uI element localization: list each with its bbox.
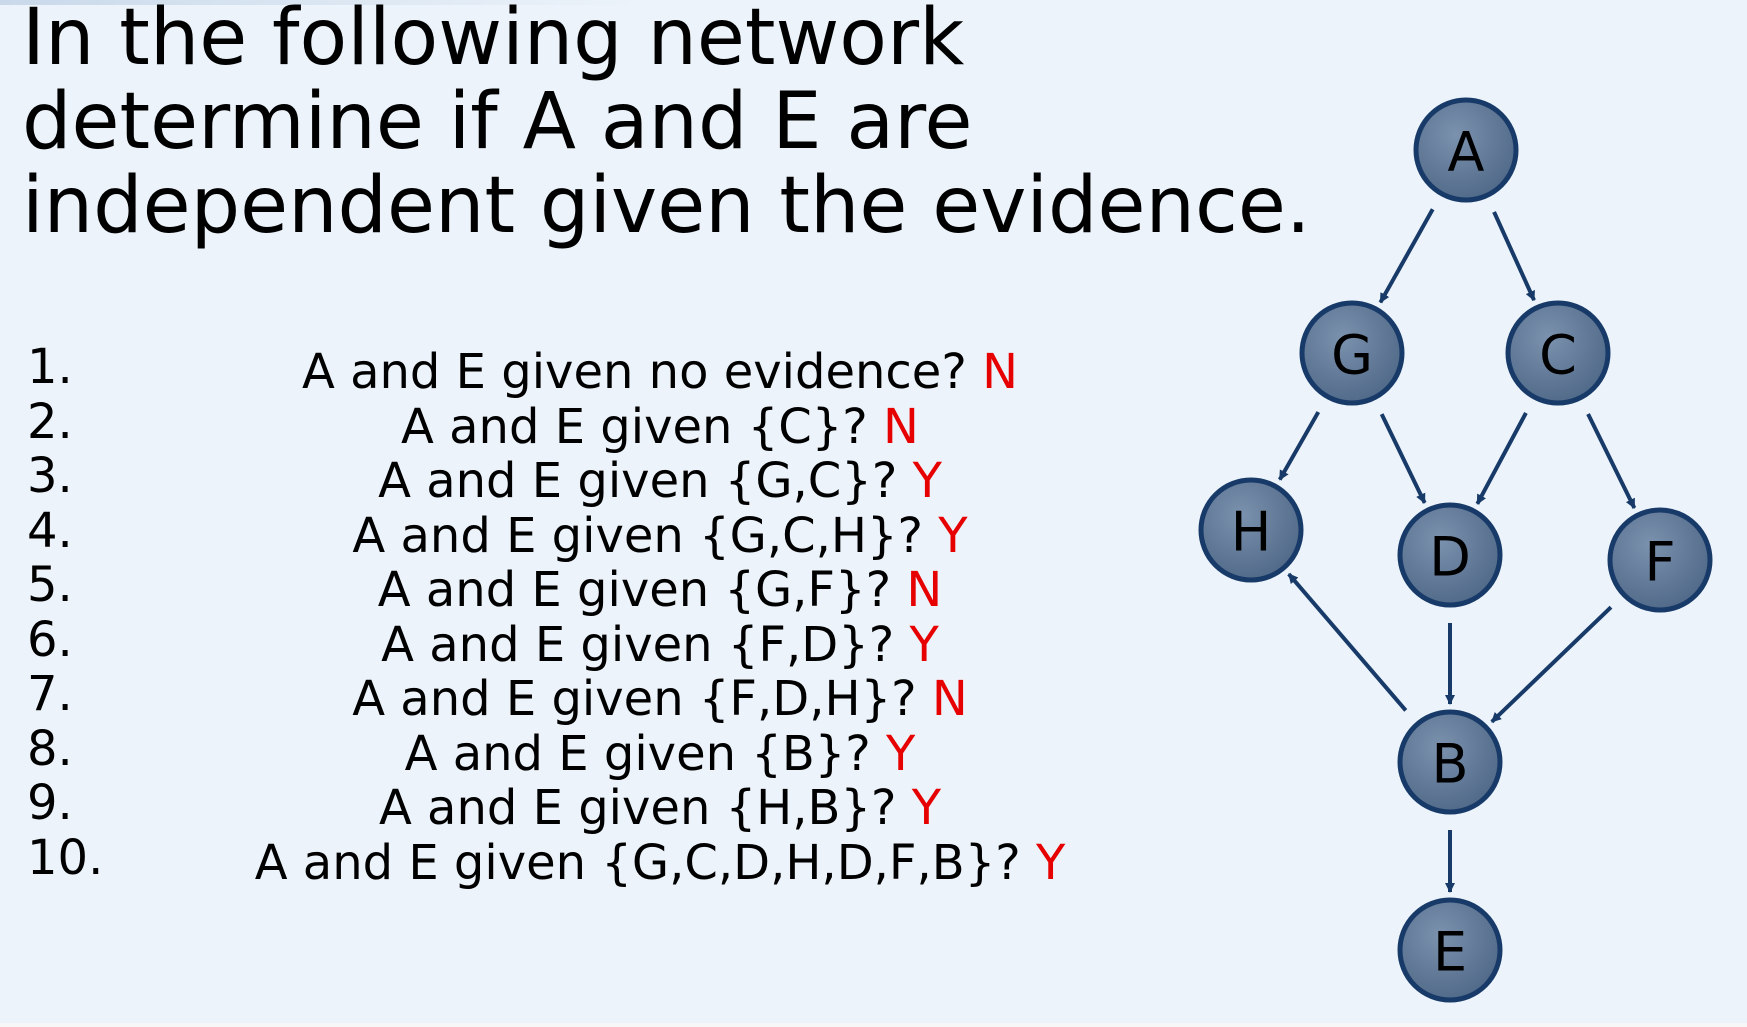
question-item: A and E given {F,D,H}? N: [160, 672, 1160, 727]
question-item: A and E given {G,C,D,H,D,F,B}? Y: [160, 834, 1160, 891]
node-circle: [1413, 97, 1519, 203]
question-item: A and E given {G,C,H}? Y: [160, 507, 1160, 564]
question-item: A and E given {H,B}? Y: [160, 781, 1160, 836]
question-number: 7.: [27, 666, 73, 722]
question-answer: N: [931, 671, 968, 727]
question-number: 2.: [27, 393, 73, 450]
node-circle: [1299, 300, 1405, 406]
edge-c-to-d: [1475, 412, 1528, 505]
node-e: E: [1397, 897, 1503, 1003]
edge-b-to-h: [1287, 572, 1408, 712]
question-item: A and E given {G,F}? N: [160, 563, 1160, 618]
question-number: 1.: [27, 339, 73, 395]
node-circle: [1397, 502, 1503, 608]
question-text: A and E given no evidence?: [302, 344, 967, 400]
node-circle: [1198, 477, 1304, 583]
question-item: A and E given {F,D}? Y: [160, 616, 1160, 673]
node-label: A: [1448, 121, 1485, 184]
question-answer: Y: [909, 616, 939, 673]
bottom-strip: [0, 1023, 1747, 1027]
node-g: G: [1299, 300, 1405, 406]
question-text: A and E given {F,D}?: [381, 616, 895, 673]
node-circle: [1397, 897, 1503, 1003]
question-text: A and E given {G,F}?: [377, 562, 892, 618]
node-label: B: [1431, 733, 1468, 796]
question-list: A and E given no evidence? N A and E giv…: [160, 345, 1160, 890]
edge-a-to-g: [1378, 208, 1435, 304]
question-text: A and E given {H,B}?: [378, 780, 897, 836]
slide-title: In the following network determine if A …: [22, 0, 1311, 251]
node-label: F: [1644, 531, 1675, 594]
question-number: 9.: [27, 775, 73, 831]
question-answer: Y: [1035, 834, 1066, 891]
edge-c-to-f: [1586, 413, 1637, 509]
question-item: A and E given no evidence? N: [160, 345, 1160, 400]
question-text: A and E given {F,D,H}?: [352, 671, 917, 727]
question-numbers: 1. 2. 3. 4. 5. 6. 7. 8. 9. 10.: [27, 340, 147, 885]
question-answer: Y: [886, 725, 916, 782]
question-text: A and E given {G,C,D,H,D,F,B}?: [254, 834, 1021, 891]
question-answer: Y: [938, 507, 968, 564]
node-d: D: [1397, 502, 1503, 608]
question-text: A and E given {G,C}?: [378, 453, 898, 509]
node-label: C: [1539, 324, 1577, 387]
question-item: A and E given {B}? Y: [160, 725, 1160, 782]
question-item: A and E given {C}? N: [160, 398, 1160, 455]
node-label: G: [1331, 324, 1373, 387]
node-label: D: [1429, 526, 1471, 589]
question-text: A and E given {G,C,H}?: [352, 507, 923, 564]
question-number: 10.: [27, 829, 104, 886]
question-number: 6.: [27, 611, 73, 668]
network-edges: [1278, 208, 1637, 893]
question-number: 8.: [27, 720, 73, 777]
question-number: 3.: [27, 448, 73, 504]
question-answer: Y: [911, 780, 942, 836]
question-number: 4.: [27, 502, 73, 559]
question-number: 5.: [27, 557, 73, 613]
node-circle: [1505, 300, 1611, 406]
network-nodes: A G C H D F B E: [1198, 97, 1713, 1003]
question-item: A and E given {G,C}? Y: [160, 454, 1160, 509]
node-h: H: [1198, 477, 1304, 583]
node-c: C: [1505, 300, 1611, 406]
node-circle: [1607, 507, 1713, 613]
edge-f-to-b: [1490, 605, 1613, 724]
node-b: B: [1397, 709, 1503, 815]
node-f: F: [1607, 507, 1713, 613]
edge-g-to-h: [1278, 411, 1321, 481]
node-label: E: [1433, 921, 1467, 984]
node-label: H: [1231, 501, 1272, 564]
question-text: A and E given {C}?: [401, 398, 868, 455]
node-a: A: [1413, 97, 1519, 203]
edge-g-to-d: [1379, 413, 1427, 504]
question-text: A and E given {B}?: [404, 725, 871, 782]
question-answer: N: [982, 344, 1018, 400]
question-answer: N: [906, 562, 943, 618]
question-answer: Y: [912, 453, 942, 509]
question-answer: N: [883, 398, 919, 455]
node-circle: [1397, 709, 1503, 815]
edge-a-to-c: [1492, 211, 1536, 302]
top-accent-strip: [0, 0, 640, 5]
